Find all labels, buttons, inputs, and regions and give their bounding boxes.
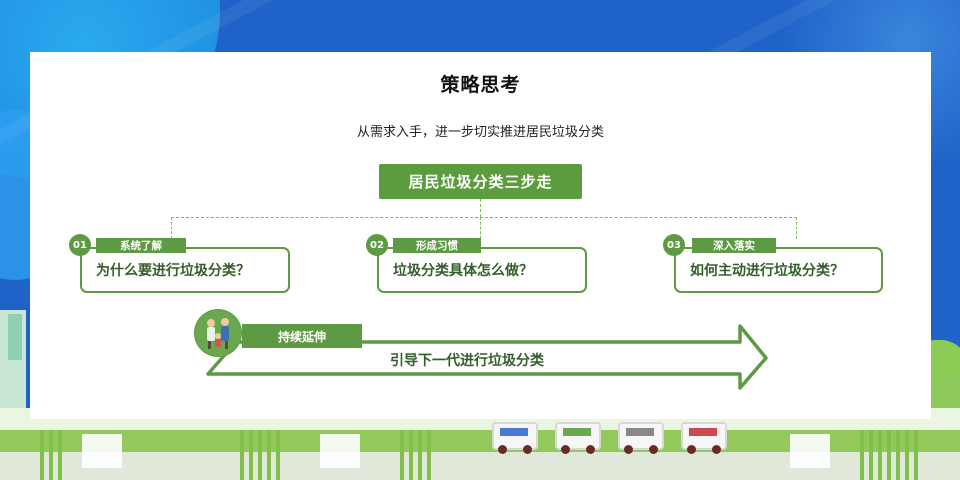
- garbage-truck-illustration: [492, 422, 538, 454]
- extension-tag: 持续延伸: [242, 324, 362, 348]
- garbage-truck-illustration: [555, 422, 601, 454]
- building-illustration: [790, 434, 830, 468]
- garbage-truck-illustration: [681, 422, 727, 454]
- connector-line: [171, 217, 172, 239]
- connector-line: [480, 199, 481, 217]
- step-question: 如何主动进行垃圾分类？: [674, 247, 883, 293]
- connector-line: [171, 217, 797, 218]
- main-topic-box: 居民垃圾分类三步走: [379, 164, 582, 199]
- fence-illustration: [860, 430, 918, 480]
- page-title: 策略思考: [440, 74, 521, 96]
- extension-text: 引导下一代进行垃圾分类: [390, 353, 544, 369]
- city-strip-illustration: [0, 408, 960, 480]
- step-tag: 系统了解: [96, 238, 186, 253]
- fence-illustration: [240, 430, 280, 480]
- page-subtitle: 从需求入手，进一步切实推进居民垃圾分类: [356, 125, 604, 140]
- family-icon: [194, 309, 242, 357]
- step-question: 为什么要进行垃圾分类？: [80, 247, 290, 293]
- step-number-badge: 01: [69, 234, 91, 256]
- connector-line: [480, 217, 481, 239]
- step-number-badge: 02: [366, 234, 388, 256]
- content-card: 策略思考 从需求入手，进一步切实推进居民垃圾分类 居民垃圾分类三步走 为什么要进…: [30, 52, 931, 419]
- step-tag: 深入落实: [692, 238, 776, 253]
- connector-line: [796, 217, 797, 239]
- garbage-truck-illustration: [618, 422, 664, 454]
- step-question: 垃圾分类具体怎么做？: [377, 247, 587, 293]
- fence-illustration: [40, 430, 62, 480]
- fence-illustration: [400, 430, 431, 480]
- building-illustration: [320, 434, 360, 468]
- building-illustration: [82, 434, 122, 468]
- step-tag: 形成习惯: [393, 238, 481, 253]
- building-illustration: [8, 314, 22, 360]
- step-number-badge: 03: [663, 234, 685, 256]
- long-arrow-outline: [206, 324, 768, 390]
